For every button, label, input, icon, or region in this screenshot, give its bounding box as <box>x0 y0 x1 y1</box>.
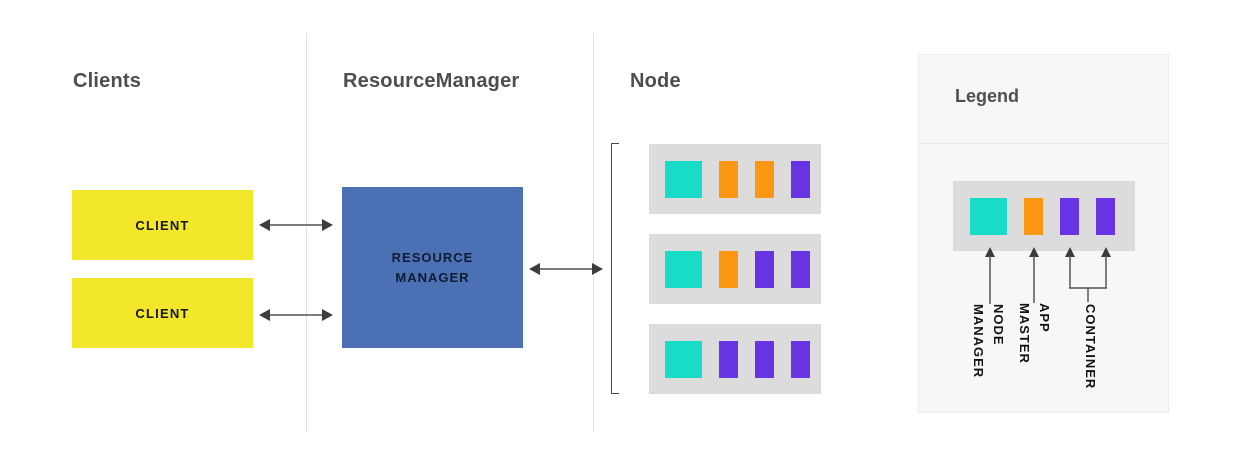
legend-label-line: APP <box>1037 303 1052 333</box>
bidirectional-arrow-icon <box>259 309 333 321</box>
client-box: CLIENT <box>72 190 253 260</box>
bidirectional-arrow-icon <box>529 263 603 275</box>
node-heading: Node <box>630 70 681 92</box>
container-chip <box>1096 197 1115 235</box>
node-manager-chip <box>665 250 702 288</box>
app-master-chip <box>719 250 738 288</box>
legend-chip-box <box>953 181 1135 251</box>
resource-manager-box: RESOURCE MANAGER <box>342 187 523 348</box>
section-divider <box>306 33 307 432</box>
node-row <box>649 324 821 394</box>
node-group-bracket <box>611 143 619 394</box>
client-label: CLIENT <box>135 305 190 321</box>
resource-manager-label-line2: MANAGER <box>395 269 470 285</box>
legend-label-node-manager: NODE MANAGER <box>968 304 1008 412</box>
legend-label-container: CONTAINER <box>1080 304 1100 412</box>
node-manager-chip <box>665 160 702 198</box>
legend-label-line: MANAGER <box>971 304 986 379</box>
app-master-chip <box>755 160 774 198</box>
bidirectional-arrow-icon <box>259 219 333 231</box>
section-divider <box>593 33 594 432</box>
node-row <box>649 144 821 214</box>
legend-title: Legend <box>955 86 1020 106</box>
container-chip <box>791 340 810 378</box>
node-rows <box>649 144 821 394</box>
resource-manager-heading: ResourceManager <box>343 70 520 92</box>
client-label: CLIENT <box>135 217 190 233</box>
legend-label-line: CONTAINER <box>1083 304 1098 390</box>
legend-connector-arrows <box>985 247 1111 304</box>
legend-label-line: NODE <box>991 304 1006 346</box>
client-box: CLIENT <box>72 278 253 348</box>
container-chip <box>1060 197 1079 235</box>
node-row <box>649 234 821 304</box>
node-manager-chip <box>970 197 1007 235</box>
legend-label-line: MASTER <box>1017 303 1032 364</box>
legend-label-app-master: APP MASTER <box>1014 303 1054 411</box>
legend-header-divider <box>918 143 1169 144</box>
node-manager-chip <box>665 340 702 378</box>
container-chip <box>755 250 774 288</box>
container-chip <box>755 340 774 378</box>
container-chip <box>791 160 810 198</box>
app-master-chip <box>719 160 738 198</box>
resource-manager-label-line1: RESOURCE <box>391 249 474 265</box>
container-chip <box>719 340 738 378</box>
clients-heading: Clients <box>73 70 142 92</box>
container-chip <box>791 250 810 288</box>
app-master-chip <box>1024 197 1043 235</box>
